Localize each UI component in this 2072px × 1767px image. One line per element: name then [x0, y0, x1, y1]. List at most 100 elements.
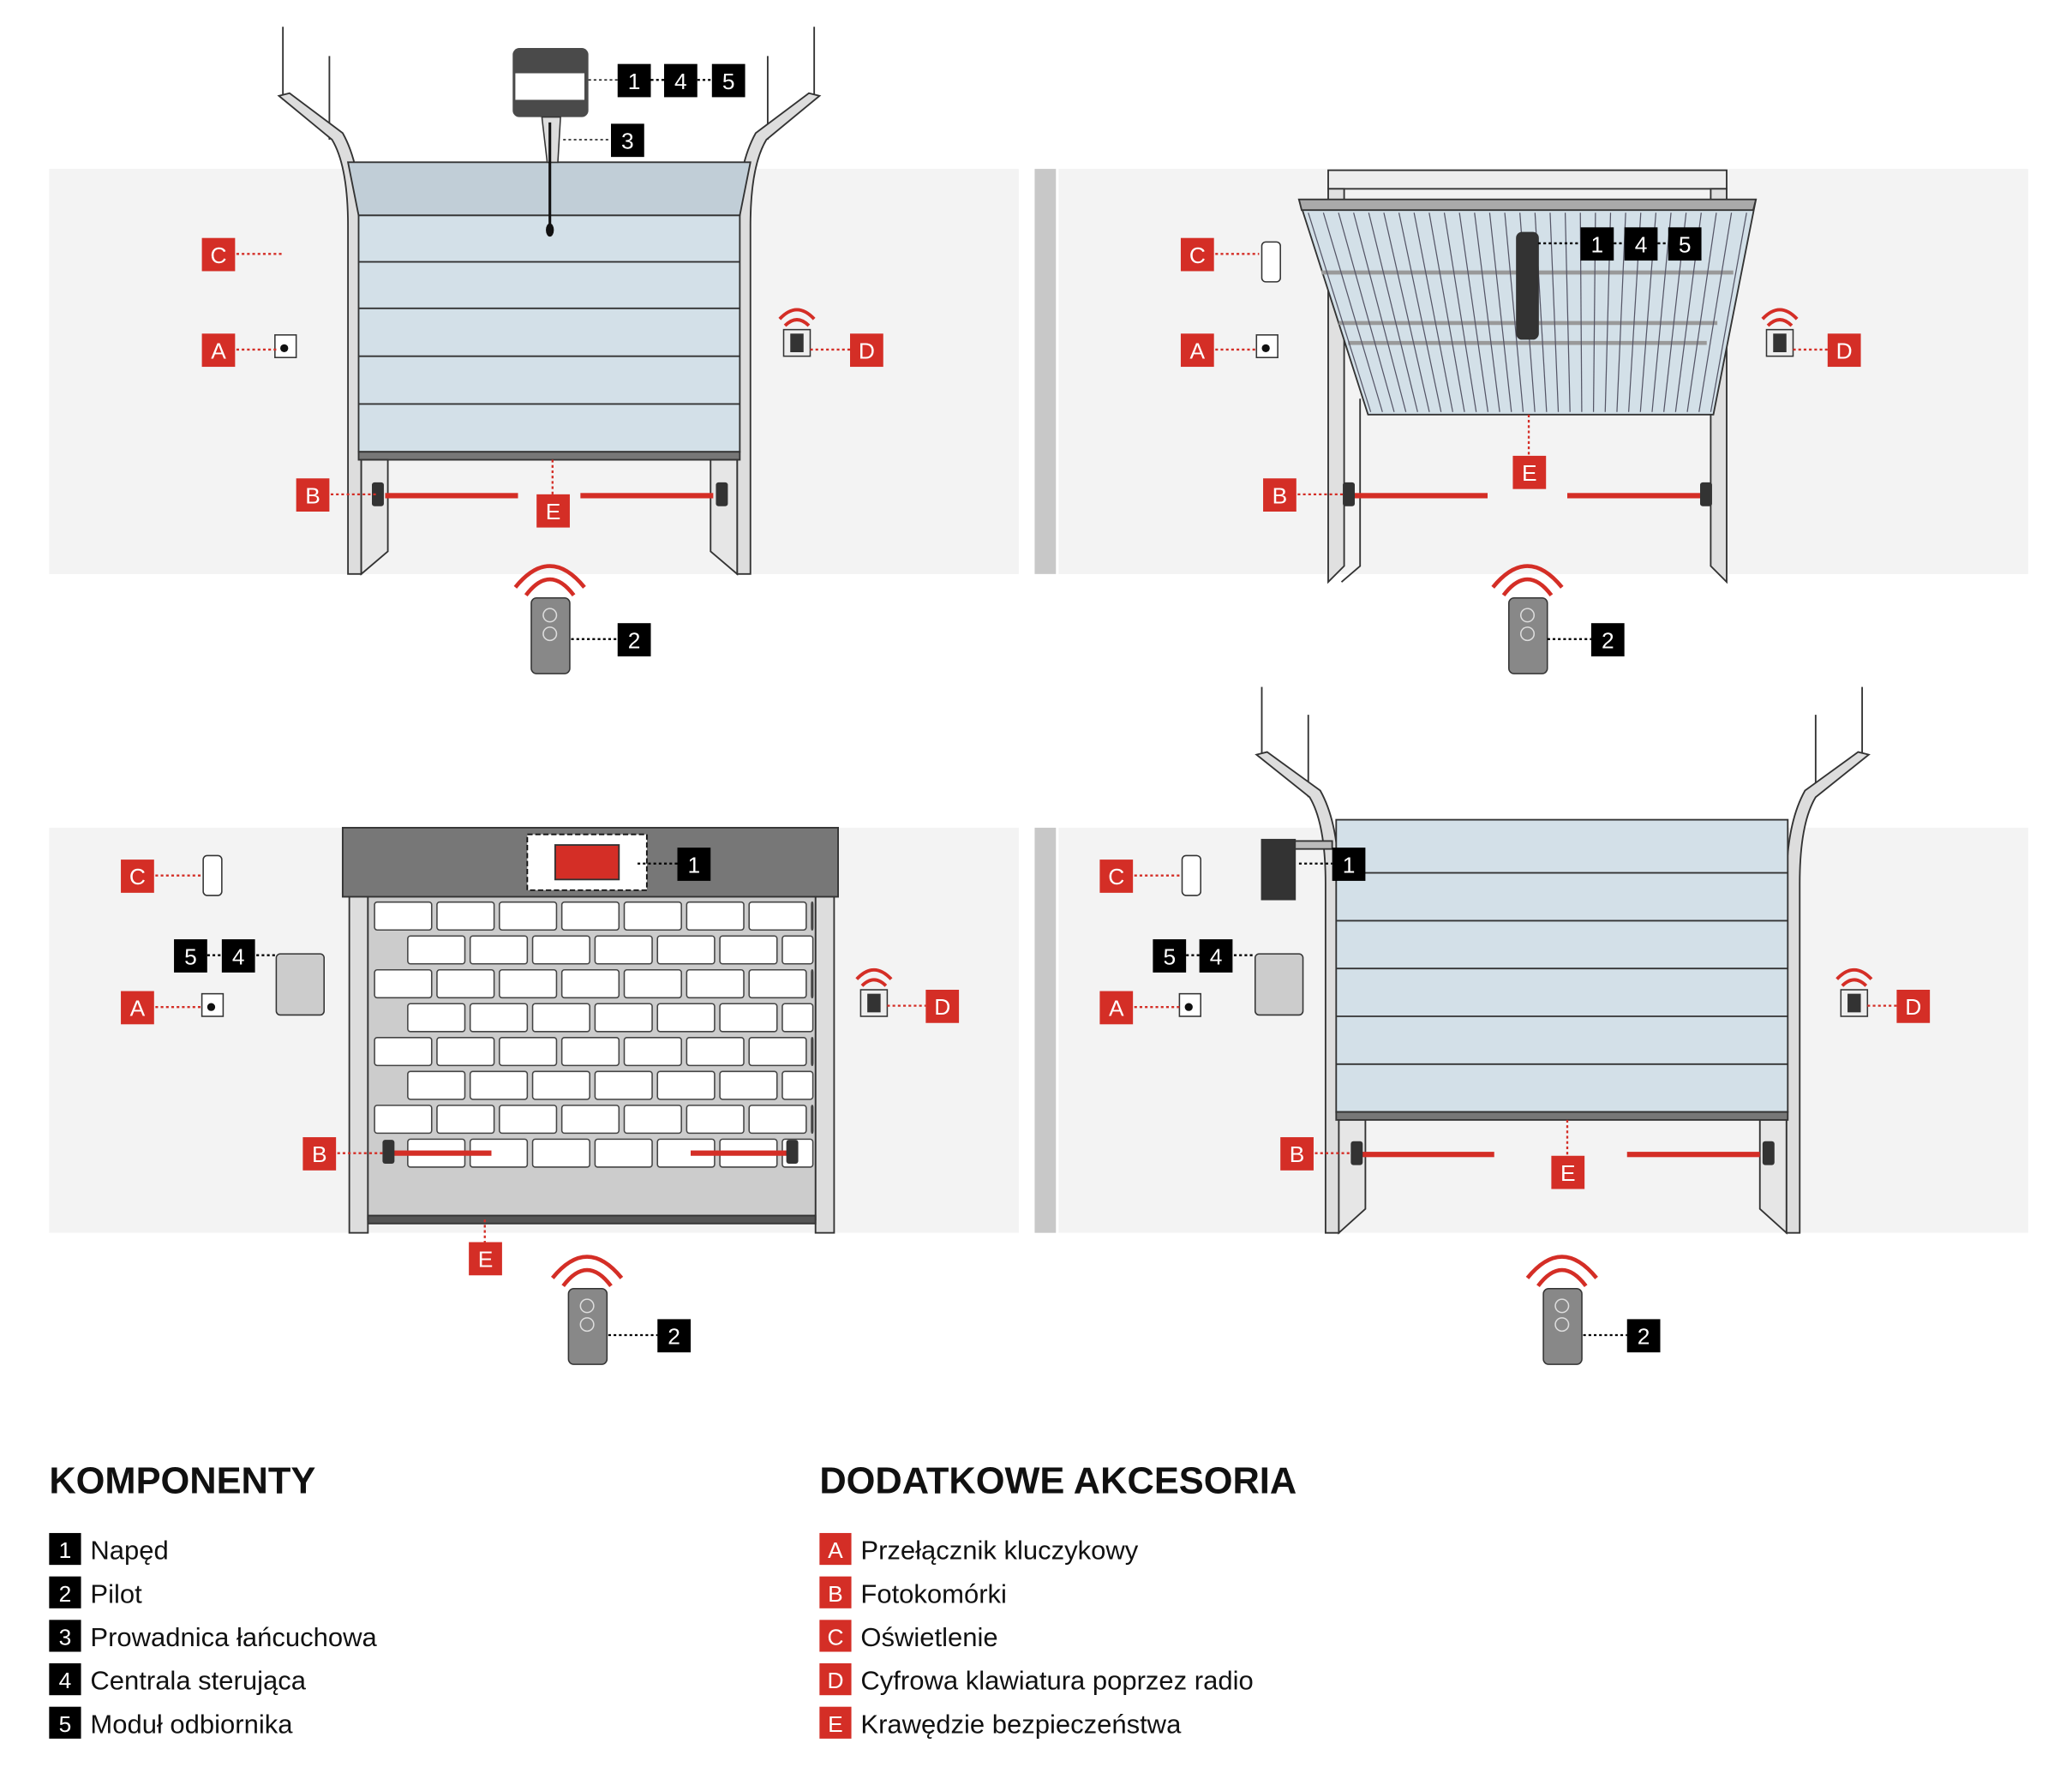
- callout-label: 1: [688, 852, 701, 878]
- brick: [623, 1105, 682, 1135]
- brick: [436, 968, 495, 999]
- brick: [531, 935, 590, 965]
- legend-label: Oświetlenie: [860, 1622, 997, 1652]
- brick: [594, 1070, 653, 1100]
- callout-label: 2: [1602, 627, 1614, 653]
- legend-label: Krawędzie bezpieczeństwa: [860, 1709, 1182, 1739]
- brick: [531, 1003, 590, 1033]
- brick: [686, 1105, 745, 1135]
- callout-badge-3: 3: [611, 123, 644, 158]
- control-unit-icon: [275, 953, 325, 1016]
- legend-key: 4: [59, 1668, 72, 1693]
- legend-badge: [819, 1576, 852, 1608]
- callout-badge-1: 1: [677, 848, 711, 881]
- brick: [811, 1037, 814, 1067]
- legend-badge: [819, 1532, 852, 1566]
- callout-badge-4: 4: [1199, 939, 1233, 973]
- legend-label: Cyfrowa klawiatura poprzez radio: [860, 1666, 1253, 1696]
- legend-badge: [819, 1663, 852, 1696]
- callout-badge-d: D: [925, 990, 960, 1023]
- callout-label: 3: [621, 129, 634, 154]
- callout-label: 5: [1679, 231, 1692, 257]
- callout-badge-2: 2: [617, 623, 651, 656]
- callout-badge-b: B: [1280, 1137, 1314, 1171]
- callout-label: E: [478, 1247, 494, 1273]
- legend-badge: [49, 1663, 81, 1696]
- callout-label: 4: [674, 69, 687, 94]
- brick: [560, 901, 620, 931]
- callout-label: 2: [668, 1324, 680, 1350]
- callout-label: C: [1189, 243, 1206, 268]
- callout-badge-a: A: [201, 333, 236, 368]
- callout-badge-d: D: [1827, 333, 1861, 368]
- callout-label: A: [130, 996, 146, 1021]
- callout-badge-e: E: [1551, 1155, 1585, 1189]
- sectional-door-1: [277, 27, 822, 576]
- callout-label: D: [859, 338, 875, 363]
- keypad-icon: [778, 308, 816, 357]
- callout-badge-4: 4: [221, 939, 255, 973]
- callout-label: 2: [628, 627, 641, 653]
- warning-light-icon: [1261, 241, 1281, 283]
- callout-badge-a: A: [121, 991, 154, 1025]
- brick: [623, 901, 682, 931]
- brick: [531, 1138, 590, 1168]
- legend-key: 3: [59, 1624, 72, 1650]
- brick: [594, 935, 653, 965]
- photocell-icons: [372, 482, 1775, 1165]
- brick: [499, 1037, 558, 1067]
- callout-badge-a: A: [1099, 991, 1134, 1025]
- callout-badge-2: 2: [1590, 623, 1625, 656]
- brick: [374, 1037, 433, 1067]
- callout-badge-2: 2: [1626, 1319, 1661, 1353]
- keypad-icon: [855, 967, 893, 1017]
- callout-label: A: [1109, 996, 1124, 1021]
- legend-key: E: [828, 1711, 843, 1737]
- legend-label: Prowadnica łańcuchowa: [90, 1622, 377, 1652]
- legend-label: Pilot: [90, 1578, 142, 1608]
- control-unit-icon: [1254, 953, 1304, 1016]
- legend-key: A: [828, 1537, 843, 1563]
- callout-label: B: [1273, 482, 1288, 508]
- brick: [811, 1105, 814, 1135]
- drive-unit-icon: [512, 48, 589, 237]
- legend-key: B: [828, 1581, 843, 1607]
- sectional-door-2: [1255, 686, 1871, 1235]
- callout-label: B: [305, 482, 320, 508]
- brick: [499, 1105, 558, 1135]
- brick: [748, 1105, 807, 1135]
- brick: [436, 1105, 495, 1135]
- callout-label: 2: [1638, 1324, 1650, 1350]
- callout-label: 5: [184, 943, 197, 969]
- remote-control-icon: [1491, 564, 1564, 674]
- brick: [748, 1037, 807, 1067]
- legend-key: D: [827, 1668, 843, 1693]
- photocell-beams: [385, 493, 1760, 1158]
- brick: [656, 1070, 716, 1100]
- brick: [719, 1070, 778, 1100]
- callout-label: 5: [1163, 943, 1176, 969]
- callout-badge-c: C: [1099, 860, 1134, 893]
- callout-badge-1: 1: [1580, 227, 1614, 261]
- legend-item: D Cyfrowa klawiatura poprzez radio: [819, 1663, 1254, 1696]
- callout-badge-e: E: [469, 1242, 502, 1276]
- brick: [374, 968, 433, 999]
- brick: [686, 901, 745, 931]
- legend-badge: [49, 1620, 81, 1652]
- brick: [686, 1037, 745, 1067]
- callout-label: D: [934, 994, 950, 1020]
- callout-label: E: [1522, 460, 1537, 486]
- callout-badge-b: B: [302, 1137, 337, 1171]
- callout-badge-2: 2: [657, 1319, 691, 1353]
- roller-shutter: [341, 826, 839, 1234]
- callout-badge-c: C: [1180, 237, 1214, 272]
- callout-label: C: [1108, 864, 1124, 889]
- brick: [594, 1138, 653, 1168]
- brick: [748, 901, 807, 931]
- brick: [781, 1003, 814, 1033]
- legend-label: Moduł odbiornika: [90, 1709, 293, 1739]
